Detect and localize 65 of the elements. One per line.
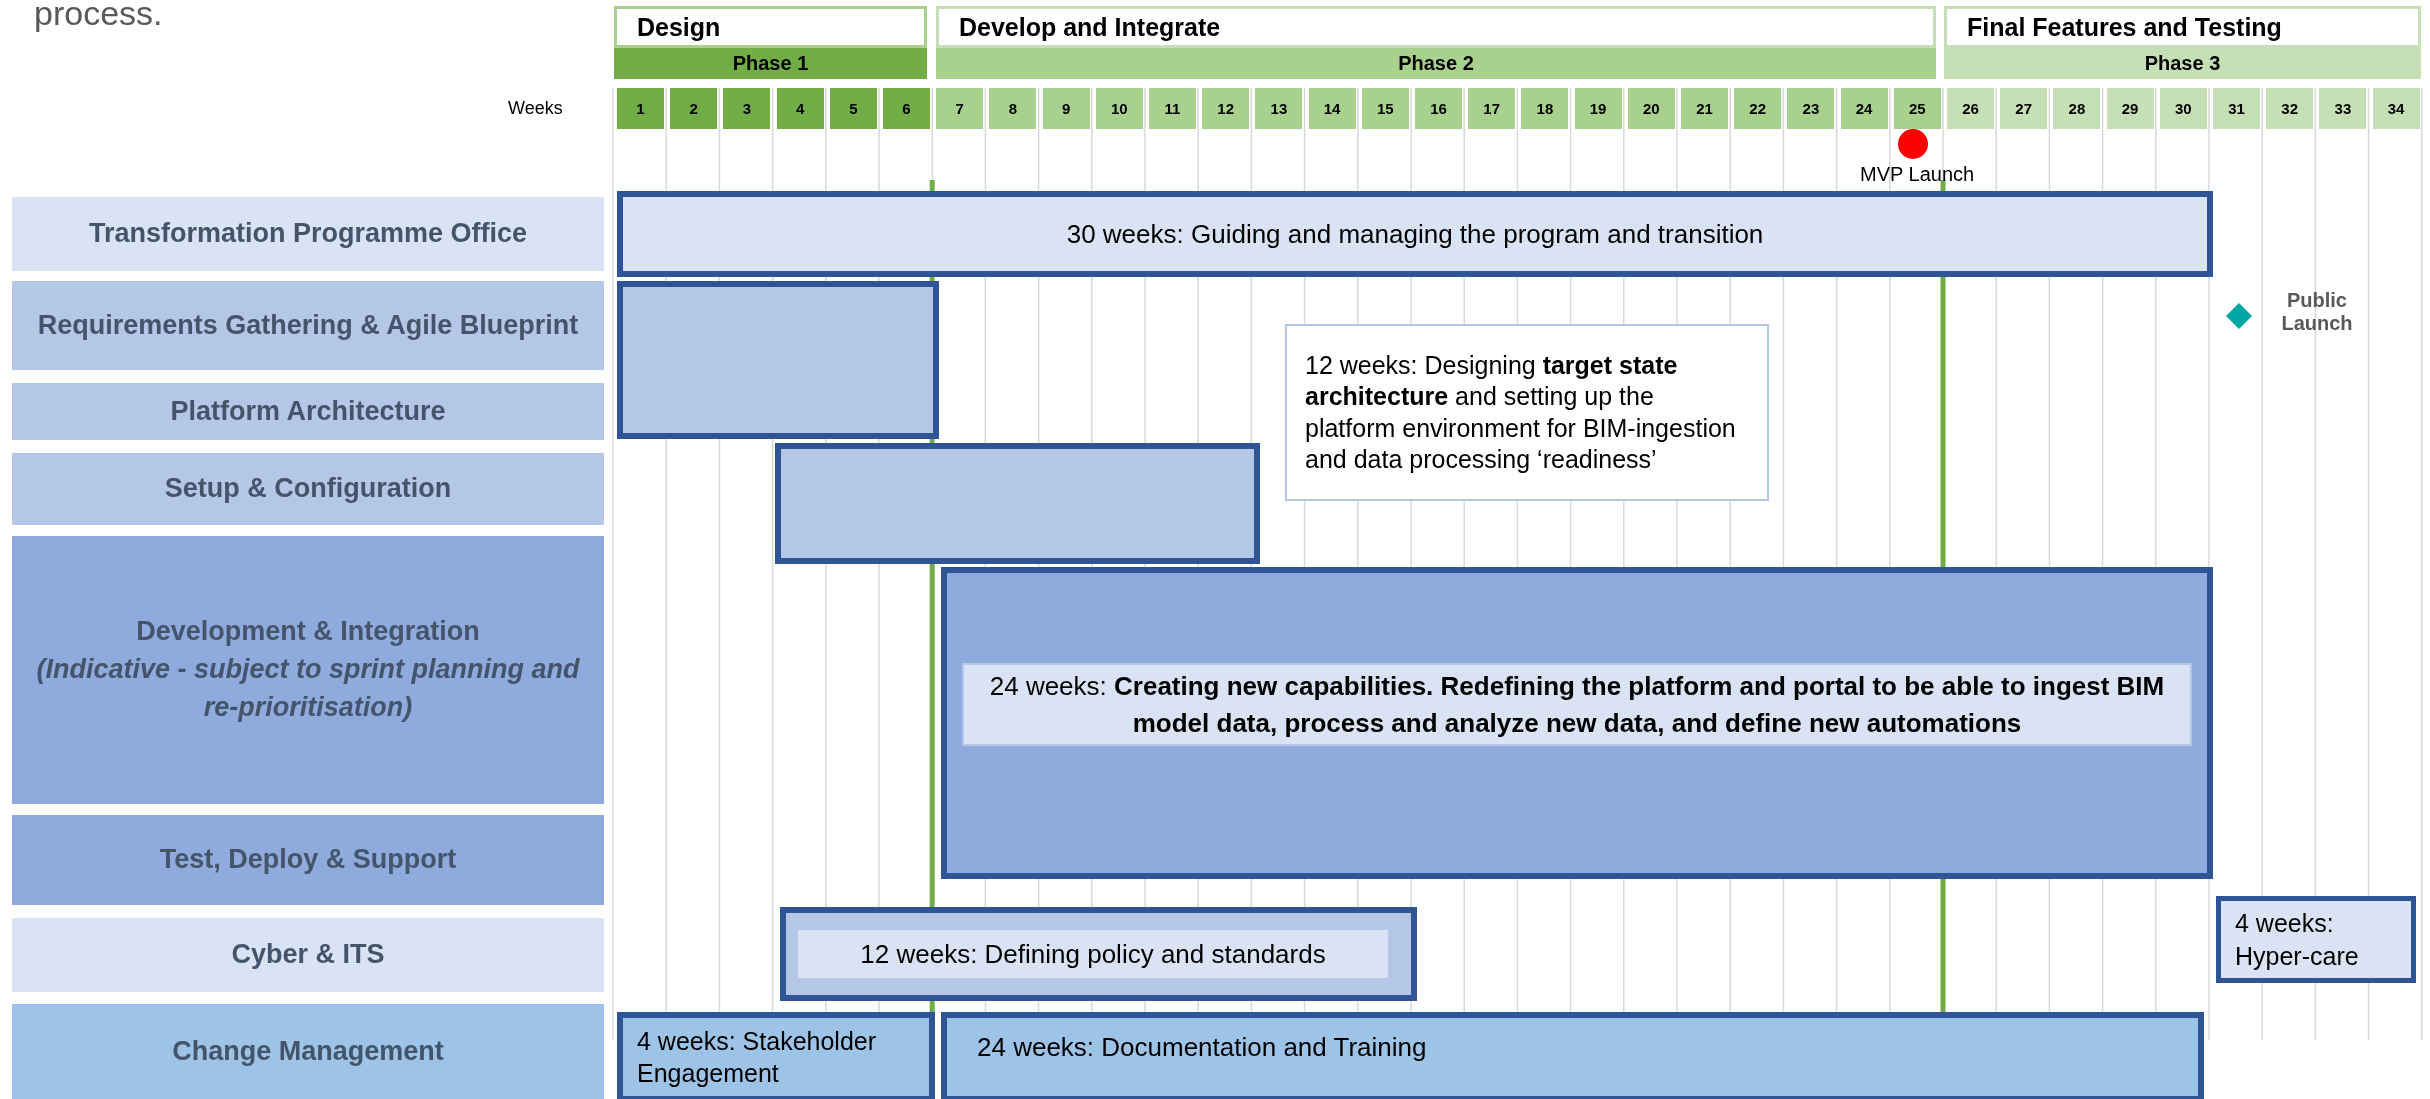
row-label: Test, Deploy & Support	[12, 815, 604, 905]
week-number: 22	[1734, 88, 1782, 129]
milestone-label: MVP Launch	[1860, 163, 1975, 186]
gantt-bar: 4 weeks: Hyper-care	[2216, 896, 2416, 983]
week-number: 10	[1095, 88, 1143, 129]
week-number: 2	[670, 88, 718, 129]
gantt-bar	[775, 443, 1260, 564]
week-number: 26	[1947, 88, 1994, 129]
week-number: 13	[1255, 88, 1303, 129]
phase-header: Design	[614, 6, 927, 48]
gantt-bar	[617, 281, 939, 439]
week-number: 12	[1202, 88, 1250, 129]
row-label: Platform Architecture	[12, 383, 604, 440]
week-number: 9	[1042, 88, 1090, 129]
week-number: 30	[2159, 88, 2207, 129]
week-number: 23	[1787, 88, 1835, 129]
week-number: 34	[2372, 88, 2420, 129]
row-label: Change Management	[12, 1004, 604, 1099]
row-label: Cyber & ITS	[12, 918, 604, 992]
week-number: 11	[1149, 88, 1196, 129]
phase-header: Final Features and Testing	[1944, 6, 2421, 48]
gantt-bar: 24 weeks: Documentation and Training	[941, 1012, 2204, 1099]
week-number: 3	[723, 88, 771, 129]
week-number: 20	[1627, 88, 1675, 129]
week-number: 33	[2319, 88, 2367, 129]
week-number: 16	[1415, 88, 1462, 129]
row-label: Transformation Programme Office	[12, 197, 604, 271]
row-label	[12, 536, 604, 804]
week-number: 25	[1893, 88, 1941, 129]
week-number: 21	[1681, 88, 1728, 129]
week-number: 8	[989, 88, 1037, 129]
axis-title: Weeks	[508, 98, 563, 119]
text-box: 24 weeks: Creating new capabilities. Redefining the platform and portal to be able to ingest BIM model data, process and analyze new data, and define new automations	[962, 663, 2192, 746]
phase-bar: Phase 3	[1944, 48, 2421, 79]
week-number: 15	[1361, 88, 1409, 129]
week-number: 1	[617, 88, 664, 129]
week-number: 4	[776, 88, 824, 129]
week-number: 19	[1574, 88, 1622, 129]
row-label-text: Development & Integration	[136, 615, 480, 649]
row-note: (Indicative - subject to sprint planning and re-prioritisation)	[35, 653, 581, 724]
milestone-label: Public Launch	[2280, 289, 2354, 335]
week-number: 7	[936, 88, 984, 129]
gantt-bar	[780, 907, 1417, 1001]
week-number: 31	[2213, 88, 2260, 129]
week-number: 32	[2266, 88, 2314, 129]
week-number: 17	[1468, 88, 1516, 129]
week-number: 18	[1521, 88, 1569, 129]
week-number: 28	[2053, 88, 2101, 129]
phase-bar: Phase 2	[936, 48, 1936, 79]
text-box: 12 weeks: Defining policy and standards	[798, 930, 1388, 978]
week-number: 5	[829, 88, 877, 129]
text-box: 12 weeks: Designing target state architecture and setting up the platform environment for BIM-ingestion and data processing ‘readiness’	[1285, 324, 1769, 501]
gantt-bar: 30 weeks: Guiding and managing the program and transition	[617, 191, 2213, 277]
week-number: 14	[1308, 88, 1356, 129]
week-number: 29	[2106, 88, 2154, 129]
week-number: 24	[1840, 88, 1888, 129]
week-number: 6	[883, 88, 930, 129]
gantt-bar	[941, 567, 2213, 879]
phase-header: Develop and Integrate	[936, 6, 1936, 48]
intro-text: process.	[34, 0, 163, 33]
week-number: 27	[2000, 88, 2048, 129]
phase-bar: Phase 1	[614, 48, 927, 79]
row-label: Requirements Gathering & Agile Blueprint	[12, 281, 604, 370]
gantt-bar: 4 weeks: Stakeholder Engagement	[617, 1012, 935, 1099]
row-label: Setup & Configuration	[12, 453, 604, 525]
